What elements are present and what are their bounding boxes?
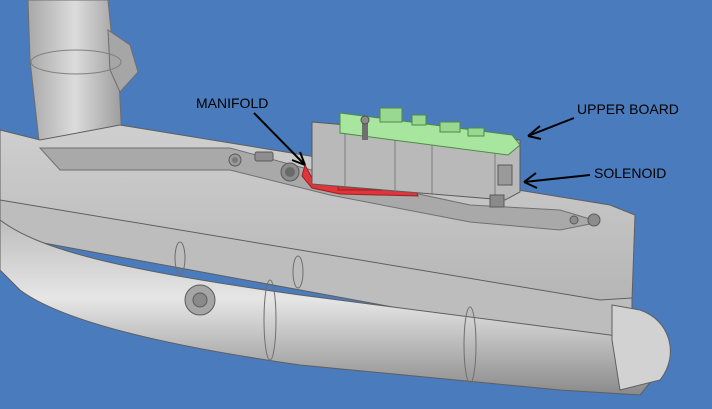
manifold-arrow [253,112,306,166]
solenoid-arrow [523,174,591,183]
manifold-arrowhead [291,151,306,166]
manifold-label: MANIFOLD [196,95,268,111]
upper-board-arrow [527,117,575,137]
feed-tube [27,0,139,151]
label-solenoid: SOLENOID [523,165,666,189]
lower-grip [0,219,671,396]
upper-board-label: UPPER BOARD [577,101,679,117]
label-upper-board: UPPER BOARD [527,101,679,140]
upper-board-part [339,107,521,156]
solenoid-arrowhead [523,172,538,189]
label-manifold: MANIFOLD [196,95,306,166]
solenoid-label: SOLENOID [594,165,666,181]
upper-board-arrowhead [527,125,542,140]
